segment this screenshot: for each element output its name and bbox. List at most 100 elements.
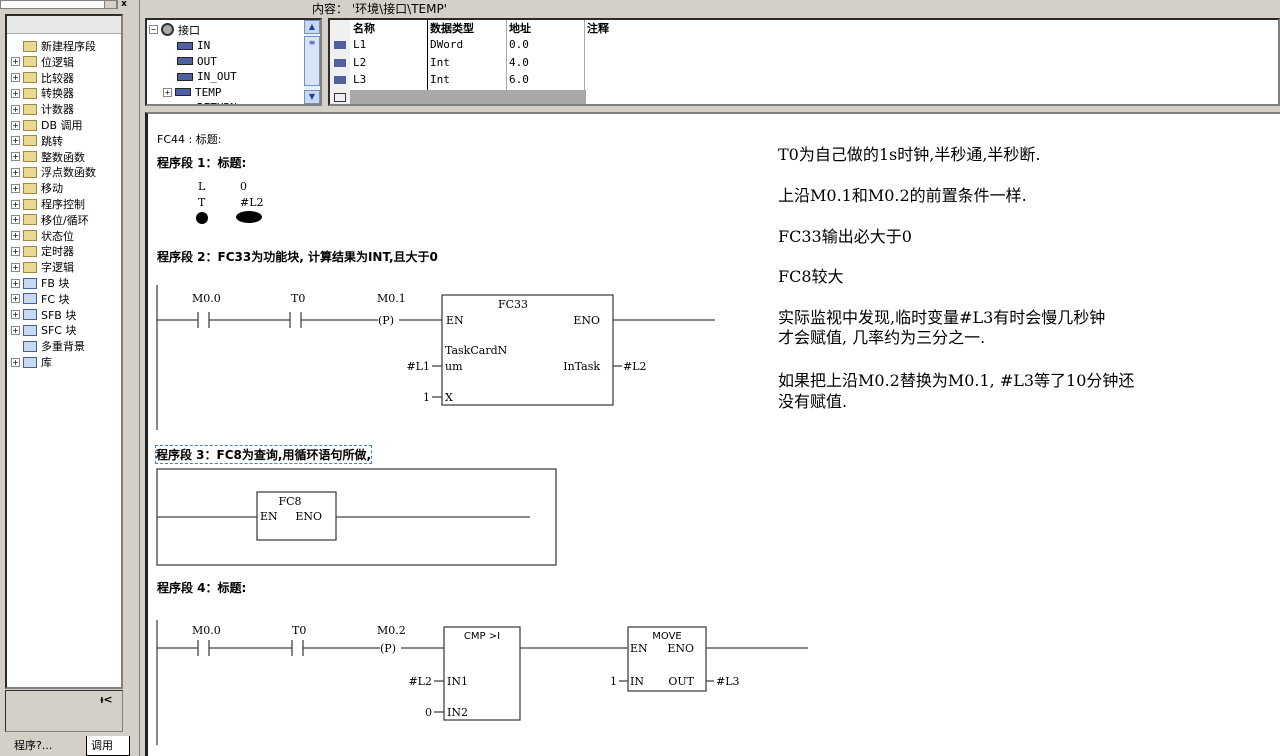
- expand-icon[interactable]: +: [11, 310, 20, 320]
- scroll-up-icon[interactable]: ▲: [304, 20, 320, 34]
- interface-item[interactable]: OUT: [177, 54, 217, 69]
- contact-label: T0: [291, 292, 305, 305]
- table-cell[interactable]: L3: [353, 73, 367, 86]
- network-1-header[interactable]: 程序段 1：标题:: [157, 156, 247, 170]
- table-cell[interactable]: 0.0: [509, 38, 529, 51]
- folder-icon: [23, 151, 37, 163]
- folder-icon: [23, 103, 37, 115]
- expand-icon[interactable]: +: [11, 167, 20, 177]
- tree-item[interactable]: +定时器: [11, 243, 74, 259]
- tree-item[interactable]: +跳转: [11, 133, 63, 149]
- network-4-header[interactable]: 程序段 4：标题:: [157, 581, 247, 595]
- network-3-header[interactable]: 程序段 3：FC8为查询,用循环语句所做,: [155, 445, 372, 464]
- tree-item-interface[interactable]: −接口: [149, 22, 200, 37]
- content-path: 内容： '环境\接口\TEMP': [312, 2, 448, 16]
- interface-item[interactable]: IN: [177, 38, 210, 53]
- tree-item[interactable]: +移位/循环: [11, 212, 89, 228]
- pin-value: #L2: [408, 675, 432, 688]
- expand-icon[interactable]: +: [11, 325, 20, 335]
- folder-icon: [23, 340, 37, 352]
- tree-label: SFB 块: [41, 308, 77, 322]
- status-blob: [236, 211, 262, 223]
- column-header[interactable]: 注释: [587, 22, 609, 35]
- scroll-thumb[interactable]: ≡: [304, 36, 320, 86]
- variable-icon: [334, 58, 346, 67]
- tree-label: SFC 块: [41, 324, 77, 338]
- expand-icon[interactable]: +: [11, 88, 20, 98]
- ladder-editor[interactable]: [145, 112, 1280, 756]
- toggle-button[interactable]: ᵼ<: [100, 693, 113, 706]
- interface-item[interactable]: +TEMP: [163, 85, 222, 100]
- tree-item[interactable]: +位逻辑: [11, 54, 74, 70]
- panel-combo[interactable]: [0, 0, 118, 9]
- column-header[interactable]: 名称: [353, 22, 375, 35]
- interface-scrollbar[interactable]: ▲ ≡ ▼: [304, 20, 320, 104]
- expand-icon[interactable]: +: [11, 152, 20, 162]
- fc8-block: [256, 491, 337, 541]
- pin-en: EN: [260, 510, 278, 523]
- tree-item[interactable]: +DB 调用: [11, 117, 83, 133]
- tree-item[interactable]: +FB 块: [11, 275, 69, 291]
- tree-item[interactable]: +整数函数: [11, 149, 85, 165]
- expand-icon[interactable]: +: [11, 199, 20, 209]
- expand-icon[interactable]: +: [11, 215, 20, 225]
- column-header[interactable]: 数据类型: [430, 22, 474, 35]
- tree-item[interactable]: +字逻辑: [11, 259, 74, 275]
- tree-item[interactable]: 新建程序段: [11, 38, 96, 54]
- pin-en: EN: [630, 642, 648, 655]
- tree-item[interactable]: +比较器: [11, 70, 74, 86]
- tree-item[interactable]: +状态位: [11, 228, 74, 244]
- expand-icon[interactable]: +: [11, 294, 20, 304]
- tree-label: 程序控制: [41, 198, 85, 211]
- pin-eno: ENO: [667, 642, 694, 655]
- table-cell[interactable]: L1: [353, 38, 367, 51]
- pin-name: InTask: [563, 360, 600, 373]
- network-2-header[interactable]: 程序段 2：FC33为功能块, 计算结果为INT,且大于0: [157, 250, 438, 264]
- pin-value: #L2: [623, 360, 647, 373]
- expand-icon[interactable]: +: [11, 246, 20, 256]
- expand-icon[interactable]: +: [11, 231, 20, 241]
- expand-icon[interactable]: +: [11, 73, 20, 83]
- table-cell[interactable]: 6.0: [509, 73, 529, 86]
- collapse-icon[interactable]: −: [149, 25, 158, 34]
- folder-icon: [23, 135, 37, 147]
- scroll-down-icon[interactable]: ▼: [304, 90, 320, 104]
- tree-item[interactable]: + 程序控制: [11, 196, 85, 212]
- tree-bottom-area: [5, 690, 123, 732]
- tree-item[interactable]: +库: [11, 354, 52, 370]
- note-text: 实际监视中发现,临时变量#L3有时会慢几秒钟: [778, 308, 1106, 327]
- expand-icon[interactable]: +: [11, 357, 20, 367]
- close-panel-button[interactable]: x: [121, 0, 127, 9]
- pin-en: EN: [446, 314, 464, 327]
- table-cell[interactable]: Int: [430, 73, 450, 86]
- tree-item[interactable]: +计数器: [11, 101, 74, 117]
- expand-icon[interactable]: +: [11, 278, 20, 288]
- note-text: FC33输出必大于0: [778, 227, 912, 246]
- tree-item[interactable]: + SFC 块: [11, 322, 77, 338]
- expand-icon[interactable]: +: [11, 262, 20, 272]
- tree-item[interactable]: +FC 块: [11, 291, 70, 307]
- table-cell[interactable]: L2: [353, 55, 367, 69]
- expand-icon[interactable]: +: [11, 57, 20, 67]
- tree-item[interactable]: +移动: [11, 180, 63, 196]
- table-cell[interactable]: 4.0: [509, 55, 529, 69]
- table-cell[interactable]: DWord: [430, 38, 464, 51]
- expand-icon[interactable]: +: [11, 104, 20, 114]
- interface-item[interactable]: RETURN: [177, 100, 237, 104]
- tree-item[interactable]: + SFB 块: [11, 307, 76, 323]
- column-header[interactable]: 地址: [509, 22, 531, 35]
- tree-item[interactable]: +浮点数函数: [11, 164, 96, 180]
- tab-program-elements[interactable]: 程序?...: [10, 736, 82, 756]
- interface-item[interactable]: IN_OUT: [177, 69, 237, 84]
- expand-icon[interactable]: +: [11, 183, 20, 193]
- expand-icon[interactable]: +: [11, 120, 20, 130]
- tree-item[interactable]: +转换器: [11, 85, 74, 101]
- combo-dropdown-button[interactable]: [104, 0, 117, 9]
- expand-icon[interactable]: +: [11, 136, 20, 146]
- table-cell[interactable]: Int: [430, 55, 450, 69]
- expand-icon[interactable]: +: [163, 87, 172, 97]
- folder-icon: [23, 166, 37, 178]
- folder-icon: [23, 56, 37, 68]
- tree-item[interactable]: 多重背景: [11, 338, 85, 354]
